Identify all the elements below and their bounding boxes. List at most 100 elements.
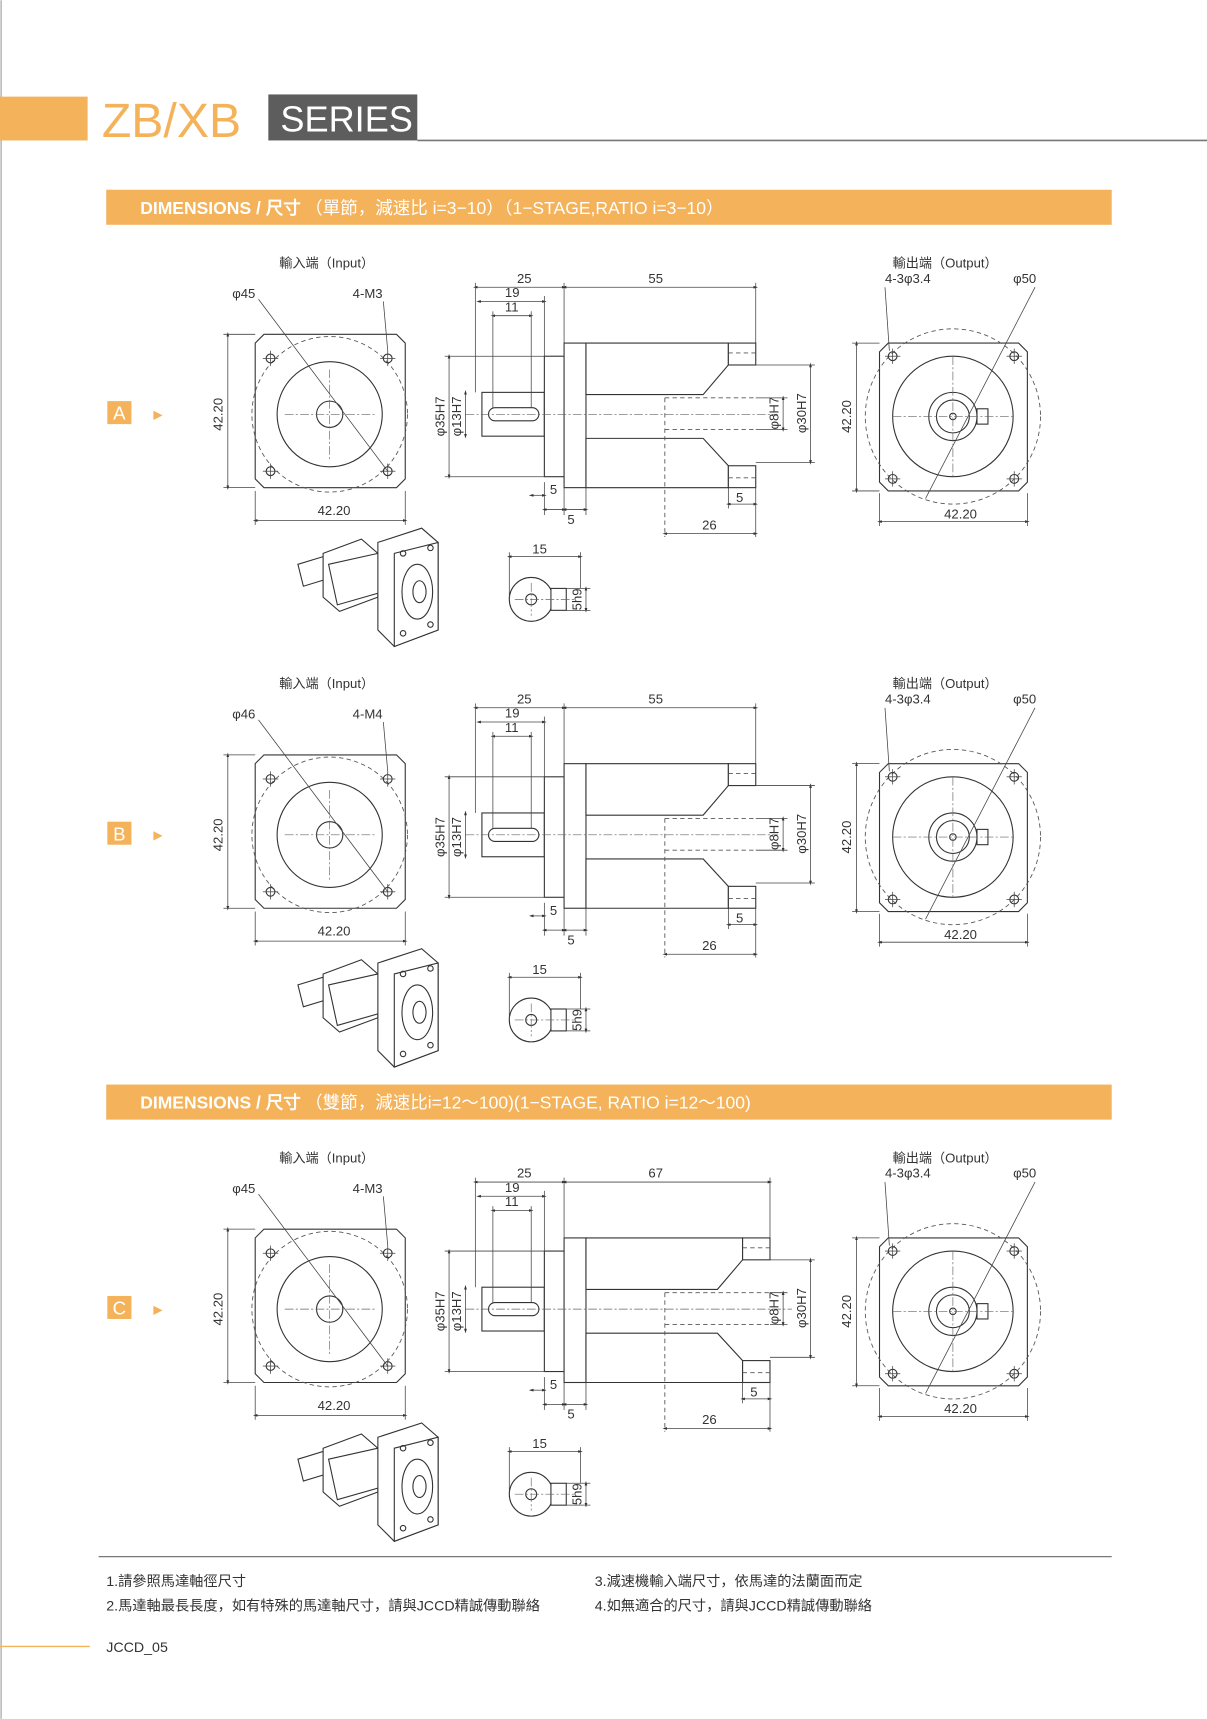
gearbox-3d-illustration: [297, 948, 439, 1068]
dimension-label: 55: [648, 691, 663, 706]
dimension-label: 5h9: [570, 588, 585, 610]
dimension-label: φ30H7: [794, 1288, 809, 1328]
svg-text:B: B: [113, 823, 125, 844]
dimension-label: 5: [567, 932, 574, 947]
dimension-label: φ35H7: [433, 1291, 448, 1331]
section-title-bold: DIMENSIONS / 尺寸: [140, 198, 301, 218]
dimension-label: φ50: [1013, 691, 1036, 706]
dimension-label: 42.20: [839, 400, 854, 433]
svg-text:DIMENSIONS / 尺寸（雙節，減速比i=12～100: DIMENSIONS / 尺寸（雙節，減速比i=12～100)(1−STAGE,…: [140, 1093, 751, 1113]
dimension-label: 26: [702, 938, 717, 953]
section-title-rest: （單節，減速比 i=3−10）（1−STAGE,RATIO i=3−10）: [305, 198, 723, 218]
dimension-label: 42.20: [944, 506, 977, 521]
dimension-label: 5: [736, 490, 743, 505]
dimension-label: 4-3φ3.4: [885, 271, 931, 286]
dimension-label: 55: [648, 271, 663, 286]
input-view-label: 輸入端（Input）: [279, 256, 374, 271]
svg-text:C: C: [113, 1298, 126, 1319]
dimension-label: 42.20: [839, 821, 854, 854]
dimension-label: 25: [517, 271, 532, 286]
input-view-label: 輸入端（Input）: [279, 1150, 374, 1165]
output-flange-view: [864, 1181, 1041, 1400]
dimension-label: φ45: [232, 286, 255, 301]
shaft-key-detail: [508, 997, 576, 1043]
output-view-label: 輸出端（Output）: [893, 256, 998, 271]
dimension-label: 25: [517, 1166, 532, 1181]
dimension-label: 5: [550, 1377, 557, 1392]
dimension-label: 4-3φ3.4: [885, 1166, 931, 1181]
dimension-label: 42.20: [839, 1295, 854, 1328]
dimension-label: 4-M3: [353, 1181, 383, 1196]
arrow-icon: ▶: [153, 1302, 163, 1316]
dimension-label: 5: [736, 910, 743, 925]
shaft-key-detail: [508, 1471, 576, 1517]
dimension-label: φ13H7: [449, 817, 464, 857]
dimension-label: φ35H7: [433, 397, 448, 437]
dimension-label: 5: [750, 1385, 757, 1400]
dimension-label: 67: [648, 1166, 663, 1181]
dimension-label: 42.20: [944, 1401, 977, 1416]
dimension-label: 5h9: [570, 1483, 585, 1505]
dimension-label: 42.20: [318, 503, 351, 518]
section-title-bold: DIMENSIONS / 尺寸: [140, 1093, 301, 1113]
dimension-label: 42.20: [318, 924, 351, 939]
dimension-label: φ13H7: [449, 397, 464, 437]
header-accent-block: [0, 96, 88, 141]
dimension-label: 5h9: [570, 1009, 585, 1031]
section-title-rest: （雙節，減速比i=12～100)(1−STAGE, RATIO i=12～100…: [305, 1093, 751, 1113]
dimension-label: 4-M4: [353, 707, 383, 722]
output-flange-view: [864, 707, 1041, 926]
svg-text:A: A: [113, 403, 126, 424]
dimension-label: 19: [505, 285, 520, 300]
output-view-label: 輸出端（Output）: [893, 676, 998, 691]
dimension-label: φ8H7: [767, 397, 782, 430]
series-label: SERIES: [280, 99, 413, 140]
dimension-label: 4-3φ3.4: [885, 691, 931, 706]
dimension-label: 42.20: [210, 398, 225, 431]
arrow-icon: ▶: [153, 408, 163, 422]
side-section-view: [465, 342, 778, 537]
input-flange-view: [251, 1193, 408, 1388]
input-view-label: 輸入端（Input）: [279, 676, 374, 691]
dimension-label: φ30H7: [794, 393, 809, 433]
row-label-badge: C: [107, 1295, 132, 1319]
dimension-label: 42.20: [210, 1293, 225, 1326]
output-view-label: 輸出端（Output）: [893, 1150, 998, 1165]
dimension-label: 19: [505, 706, 520, 721]
row-label-badge: A: [107, 401, 132, 425]
dimension-label: φ30H7: [794, 814, 809, 854]
dimension-label: φ8H7: [767, 1292, 782, 1325]
input-flange-view: [251, 299, 408, 493]
dimension-label: φ45: [232, 1181, 255, 1196]
page-number: JCCD_05: [106, 1640, 168, 1656]
note-4: 4.如無適合的尺寸，請與JCCD精誠傳動聯絡: [595, 1596, 872, 1614]
output-flange-view: [864, 287, 1041, 505]
dimension-label: 11: [505, 1194, 519, 1209]
brand-title: ZB/XB: [102, 94, 241, 148]
dimension-label: 15: [532, 541, 547, 556]
dimension-label: 4-M3: [353, 286, 383, 301]
dimension-label: 5: [550, 903, 557, 918]
series-badge: [268, 94, 418, 141]
side-section-view: [465, 1237, 792, 1432]
dimension-label: φ8H7: [767, 817, 782, 850]
dimension-label: 42.20: [210, 818, 225, 851]
input-flange-view: [251, 719, 408, 914]
dimension-label: 42.20: [944, 927, 977, 942]
dimension-label: 26: [702, 1412, 717, 1427]
section-bar-2stage: DIMENSIONS / 尺寸（雙節，減速比i=12～100)(1−STAGE,…: [106, 1084, 1112, 1120]
section-bar-1stage: DIMENSIONS / 尺寸（單節，減速比 i=3−10）（1−STAGE,R…: [106, 189, 1112, 225]
dimension-label: 15: [532, 1436, 547, 1451]
svg-text:DIMENSIONS / 尺寸（單節，減速比 i=3−10）: DIMENSIONS / 尺寸（單節，減速比 i=3−10）（1−STAGE,R…: [140, 198, 723, 218]
note-2: 2.馬達軸最長長度，如有特殊的馬達軸尺寸，請與JCCD精誠傳動聯絡: [106, 1597, 540, 1614]
dimension-label: 5: [550, 482, 557, 497]
dimension-label: φ50: [1013, 1166, 1036, 1181]
dimension-label: φ35H7: [433, 817, 448, 857]
dimension-label: φ46: [232, 707, 255, 722]
gearbox-3d-illustration: [297, 527, 439, 648]
arrow-icon: ▶: [153, 828, 163, 842]
